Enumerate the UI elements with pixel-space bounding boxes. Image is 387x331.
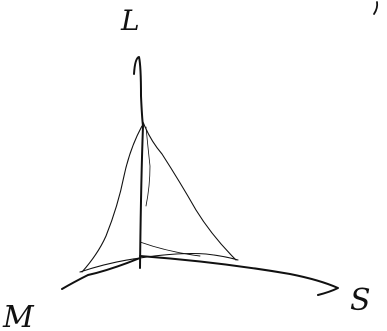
axis-label-top: L xyxy=(120,4,140,37)
surface-edge-bottom xyxy=(79,252,239,273)
surface-inner-curve xyxy=(139,241,201,257)
right-axis-line xyxy=(139,255,339,296)
axis-label-right: S xyxy=(350,283,371,318)
vertical-axis-line xyxy=(133,56,144,269)
axis-label-left: M xyxy=(2,300,35,331)
left-axis-line xyxy=(61,257,141,290)
stray-ink-mark xyxy=(373,1,379,15)
surface-inner-fold xyxy=(145,126,151,207)
surface-edge-left xyxy=(81,125,143,273)
surface-edge-right xyxy=(142,121,237,261)
